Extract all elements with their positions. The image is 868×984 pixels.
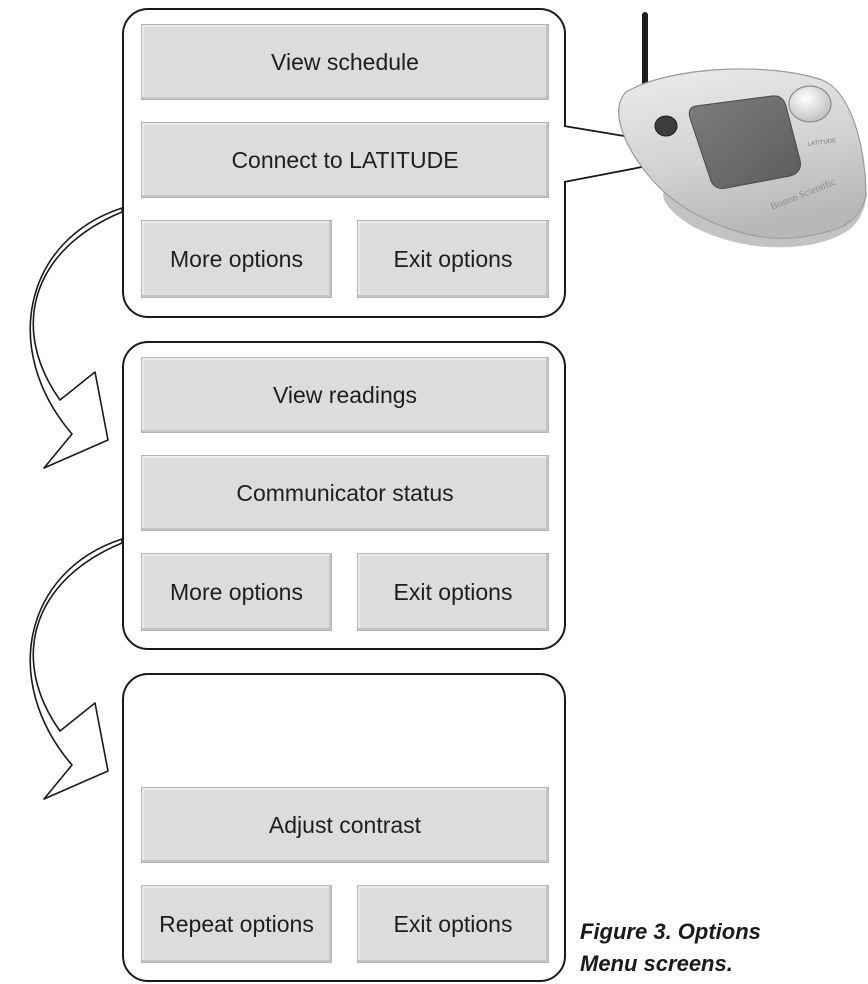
figure-caption: Figure 3. Options Menu screens. — [580, 916, 868, 980]
antenna — [642, 12, 648, 86]
exit-options-button[interactable]: Exit options — [357, 553, 549, 631]
device-display — [688, 95, 801, 189]
communicator-device: LATITUDE Boston Scientific — [563, 12, 867, 248]
heart-button — [788, 85, 832, 123]
caption-line-2: Menu screens. — [580, 951, 733, 976]
repeat-options-button[interactable]: Repeat options — [141, 885, 332, 963]
exit-options-button[interactable]: Exit options — [357, 885, 549, 963]
options-screen-2: View readings Communicator status More o… — [122, 341, 566, 650]
adjust-contrast-button[interactable]: Adjust contrast — [141, 787, 549, 863]
flow-arrow-1-to-2 — [29, 207, 123, 469]
exit-options-button[interactable]: Exit options — [357, 220, 549, 298]
caption-line-1: Figure 3. Options — [580, 919, 761, 944]
view-schedule-button[interactable]: View schedule — [141, 24, 549, 100]
left-indicator-button — [654, 115, 678, 137]
device-screen-label: LATITUDE — [807, 138, 836, 148]
options-screen-1: View schedule Connect to LATITUDE More o… — [122, 8, 566, 318]
options-screen-3: Adjust contrast Repeat options Exit opti… — [122, 673, 566, 982]
connect-to-latitude-button[interactable]: Connect to LATITUDE — [141, 122, 549, 198]
more-options-button[interactable]: More options — [141, 220, 332, 298]
view-readings-button[interactable]: View readings — [141, 357, 549, 433]
flow-arrow-2-to-3 — [29, 538, 123, 800]
more-options-button[interactable]: More options — [141, 553, 332, 631]
communicator-status-button[interactable]: Communicator status — [141, 455, 549, 531]
